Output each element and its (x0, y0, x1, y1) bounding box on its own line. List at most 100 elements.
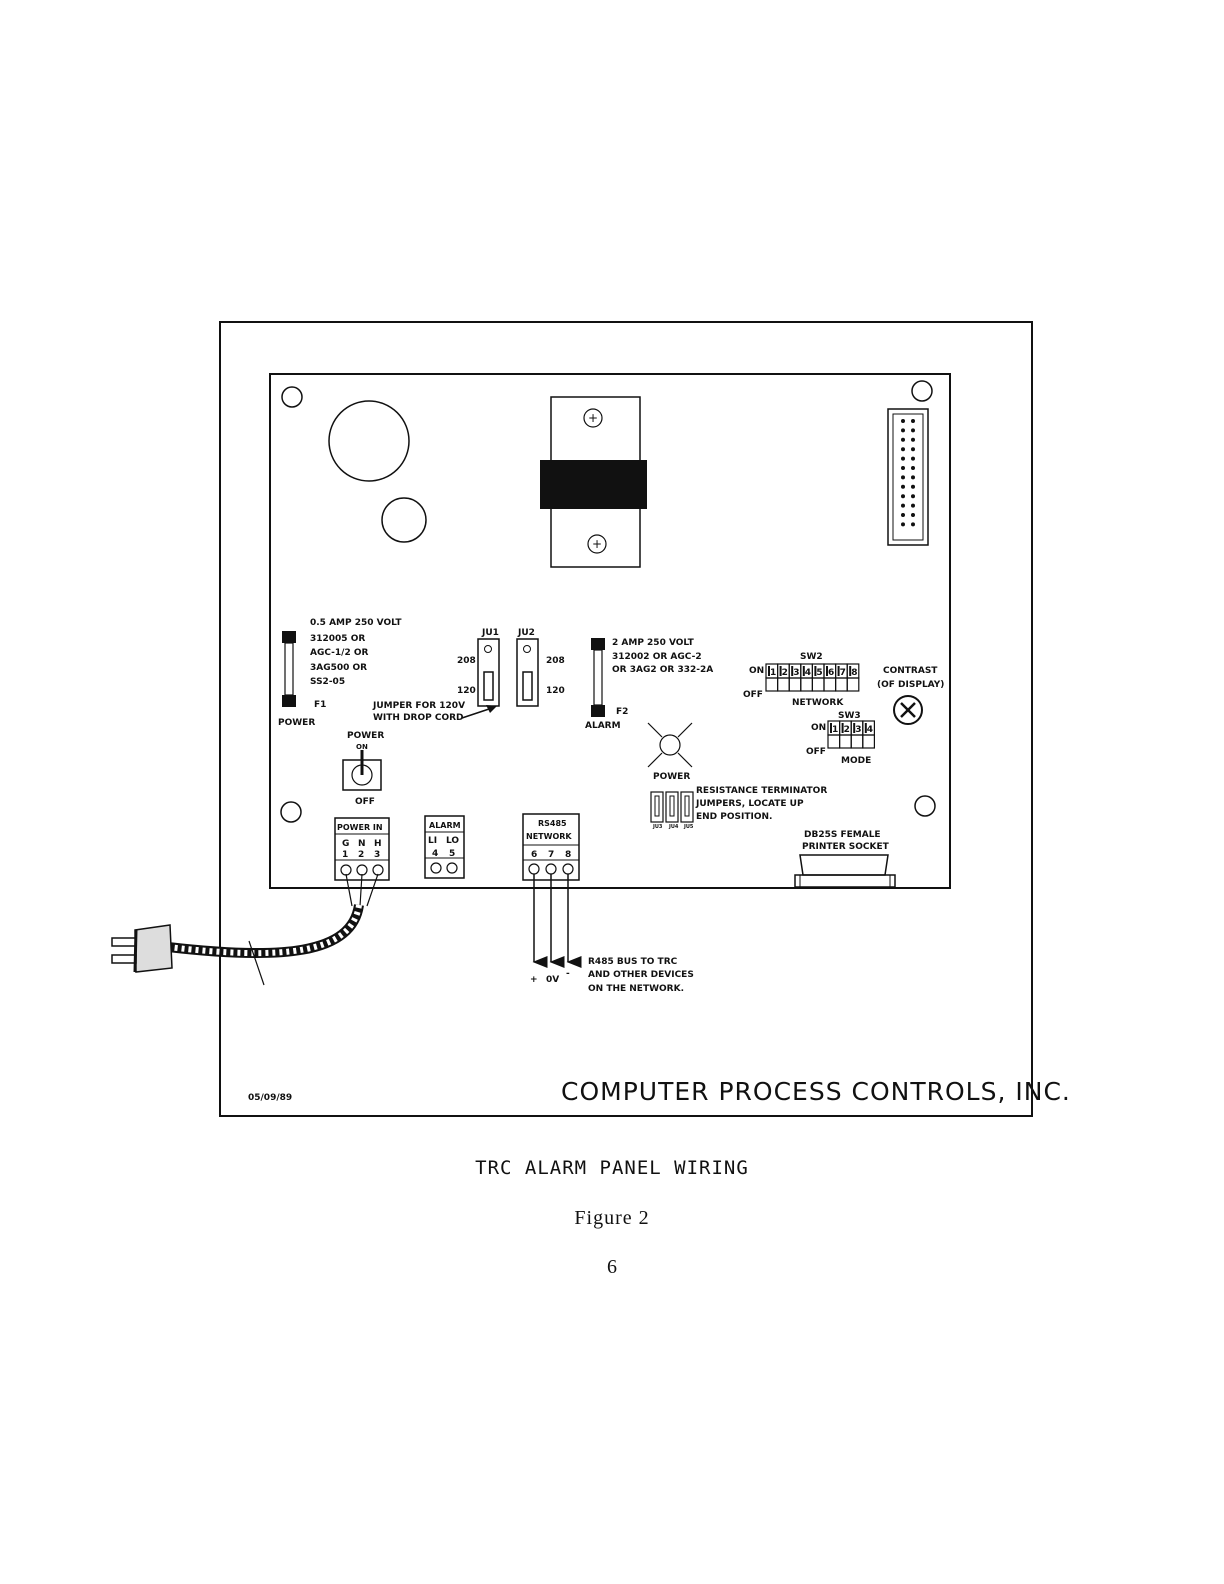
sw2-position-slot (765, 677, 779, 692)
sw2-position-lever (837, 666, 840, 676)
alarm-letter-lo: LO (446, 836, 459, 846)
rs485-number-6: 6 (531, 850, 537, 860)
sw2-position-lever (802, 666, 805, 676)
bus-signal-plus: + (530, 975, 538, 985)
drawing-date: 05/09/89 (248, 1093, 292, 1103)
header-pin (911, 428, 915, 433)
outer-frame (219, 321, 1033, 1117)
power-in-number-3: 3 (374, 850, 380, 860)
figure-title: TRC ALARM PANEL WIRING (475, 1157, 749, 1179)
bus-signal-0v: 0V (546, 975, 559, 985)
fuse1-spec-line-1: 0.5 AMP 250 VOLT (310, 618, 402, 628)
sw3-on: ON (811, 723, 826, 733)
sw2-position-lever (791, 666, 794, 676)
bus-signal-minus: - (566, 969, 570, 979)
sw2-label: SW2 (800, 652, 823, 662)
header-pin (901, 513, 905, 517)
sw3-position-lever (841, 723, 844, 733)
sw2-on: ON (749, 666, 764, 676)
header-pin (901, 494, 905, 499)
svg-text:+: + (588, 411, 598, 425)
ju1-208: 208 (457, 656, 476, 666)
header-pin (901, 437, 905, 442)
fuse1-spec-line-4: 3AG500 OR (310, 663, 367, 673)
power-led (647, 722, 693, 768)
fuse1-name: POWER (278, 718, 315, 728)
sw2-position-number: 3 (793, 668, 799, 678)
contrast-label-line-2: (OF DISPLAY) (877, 680, 944, 690)
sw3-position-lever (864, 723, 867, 733)
sw3-position-number: 1 (832, 725, 838, 735)
header-pin (901, 475, 905, 480)
sw2-name: NETWORK (792, 698, 844, 708)
sw3-name: MODE (841, 756, 871, 766)
rs485-title-line-2: NETWORK (526, 832, 572, 841)
terminator-jumper-shunt (669, 795, 675, 817)
header-pin (911, 494, 915, 499)
header-pin (901, 428, 905, 433)
power-switch-on: ON (356, 743, 368, 751)
sw2-position-number: 4 (805, 668, 811, 678)
sw3-position-lever (830, 723, 832, 733)
bus-note-line-2: AND OTHER DEVICES (588, 970, 694, 980)
sw3-label: SW3 (838, 711, 861, 721)
alarm-block-title: ALARM (429, 821, 461, 830)
ju2-208: 208 (546, 656, 565, 666)
circuit-board (269, 373, 951, 889)
sw2-position-lever (779, 666, 782, 676)
header-pin (911, 522, 915, 527)
rs485-number-8: 8 (565, 850, 571, 860)
mounting-hole-bl (280, 801, 302, 823)
sw2-position-slot (776, 677, 790, 692)
power-plug-icon (111, 924, 173, 973)
header-pin (911, 456, 915, 461)
alarm-number-4: 4 (432, 849, 438, 859)
display-header-connector (887, 408, 929, 546)
terminator-id-2: JU4 (668, 824, 679, 830)
sw2-position-number: 8 (851, 668, 857, 678)
fuse2-spec-line-1: 2 AMP 250 VOLT (612, 638, 695, 648)
sw3-position-slot (838, 734, 852, 749)
header-pin (911, 503, 915, 508)
power-in-letter-g: G (342, 839, 349, 849)
header-pin (911, 466, 915, 470)
rs485-title-line-1: RS485 (538, 819, 567, 828)
header-pin (901, 466, 905, 470)
sw3-position-number: 4 (867, 725, 873, 735)
jumper-note-arrow (461, 707, 493, 719)
sw2-off: OFF (743, 690, 763, 700)
sw2-position-number: 2 (782, 668, 788, 678)
power-in-number-2: 2 (358, 850, 364, 860)
terminator-jumper-3 (650, 791, 664, 823)
sw2-position-lever (826, 666, 828, 676)
header-pin (911, 437, 915, 442)
contrast-label-line-1: CONTRAST (883, 666, 938, 676)
rs485-number-7: 7 (548, 850, 554, 860)
header-pin (901, 484, 905, 489)
jumper-ju1 (477, 638, 500, 707)
power-in-title: POWER IN (337, 823, 383, 832)
sw2-position-slot (834, 677, 848, 692)
contrast-potentiometer (893, 695, 923, 725)
jumper-note-arrowhead (486, 705, 497, 713)
alarm-terminal (424, 815, 465, 879)
header-pin (911, 484, 915, 489)
terminator-note-line-3: END POSITION. (696, 812, 772, 822)
jumper-note-line-1: JUMPER FOR 120V (372, 701, 465, 711)
mounting-hole-tl (281, 386, 303, 408)
ju2-label: JU2 (517, 628, 535, 638)
sw2-position-lever (814, 666, 817, 676)
alarm-letter-li: LI (428, 836, 437, 846)
power-switch (342, 750, 382, 791)
sw2-position-lever (768, 666, 770, 676)
fuse2-label: F2 (616, 707, 628, 717)
sw3-off: OFF (806, 747, 826, 757)
header-pin (911, 447, 915, 452)
terminator-note-line-1: RESISTANCE TERMINATOR (696, 786, 827, 796)
sw2-position-lever (849, 666, 852, 676)
header-pin (911, 475, 915, 480)
sw3-position-slot (850, 734, 864, 749)
